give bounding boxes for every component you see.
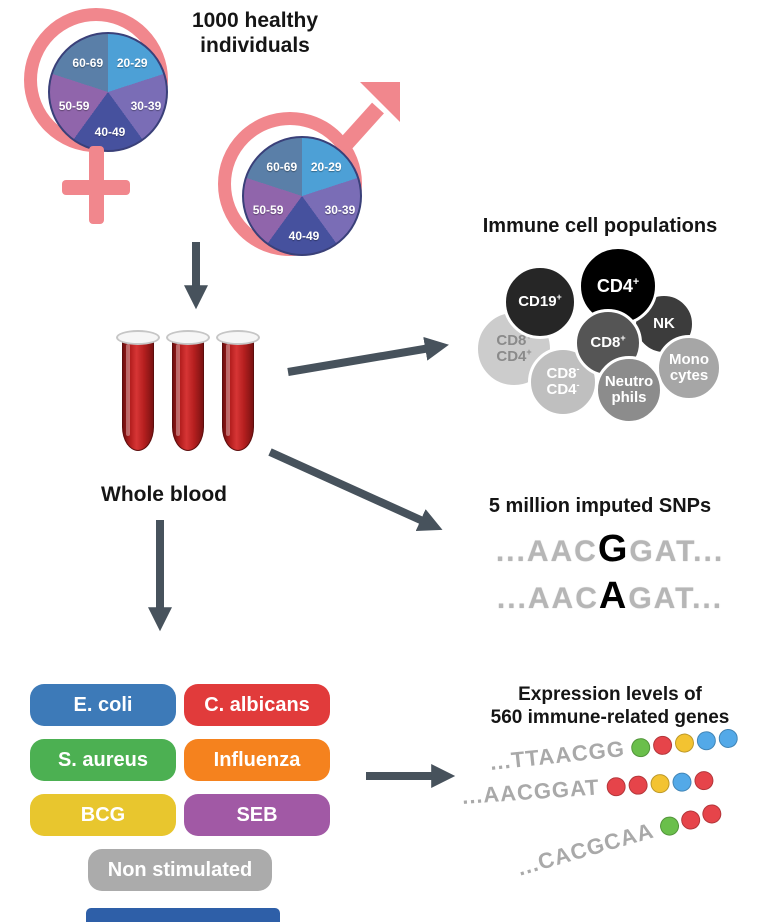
variant-allele: A xyxy=(598,575,629,617)
age-group-30-39: 30-39 xyxy=(130,98,162,113)
age-group-40-49: 40-49 xyxy=(94,124,126,139)
blood-tube xyxy=(166,330,210,454)
expression-bead-blue xyxy=(696,729,718,751)
snps-title: 5 million imputed SNPs xyxy=(488,495,712,517)
expression-bead-yellow xyxy=(649,773,671,794)
cell-label-line: CD4- xyxy=(546,380,580,398)
tube-rim xyxy=(116,330,160,345)
age-group-20-29: 20-29 xyxy=(116,56,148,71)
stimulus-bcg: BCG xyxy=(30,794,176,836)
tube-blood xyxy=(172,337,204,451)
blood-tube xyxy=(116,330,160,454)
gene-sequence: ...TTAACGG xyxy=(488,735,626,775)
expression-bead-red xyxy=(627,774,649,795)
variant-allele: G xyxy=(597,528,630,570)
cell-label-line: CD19+ xyxy=(518,292,562,311)
age-group-50-59: 50-59 xyxy=(58,98,90,113)
stimulus-influenza: Influenza xyxy=(184,739,330,781)
cell-label-line: CD8- xyxy=(546,364,580,383)
expression-bead-red xyxy=(652,734,674,756)
age-group-20-29: 20-29 xyxy=(310,160,342,175)
gene-row: ...CACGCAA xyxy=(514,798,724,881)
expression-title: Expression levels of 560 immune-related … xyxy=(490,684,730,728)
age-group-40-49: 40-49 xyxy=(288,228,320,243)
cropped-bottom-bar xyxy=(86,908,280,922)
cell-cd19: CD19+ xyxy=(503,265,577,339)
tube-blood xyxy=(222,337,254,451)
sequence-suffix: GAT... xyxy=(629,535,725,568)
cell-label-line: phils xyxy=(611,389,647,406)
snp-sequence: ...AACGGAT... xyxy=(450,528,770,571)
tube-rim xyxy=(216,330,260,345)
stimulus-non-stimulated: Non stimulated xyxy=(88,849,272,891)
sequence-suffix: GAT... xyxy=(628,582,724,615)
snp-sequence-block: ...AACGGAT......AACAGAT... xyxy=(450,528,770,622)
age-group-60-69: 60-69 xyxy=(72,56,104,71)
tube-blood xyxy=(122,337,154,451)
expression-bead-yellow xyxy=(674,732,696,753)
cell-label-line: CD4+ xyxy=(496,347,532,365)
age-group-50-59: 50-59 xyxy=(252,202,284,217)
expression-bead-red xyxy=(699,801,724,826)
expression-bead-red xyxy=(693,769,714,791)
stimulus-c-albicans: C. albicans xyxy=(184,684,330,726)
cell-label-line: Neutro xyxy=(604,373,654,391)
tube-rim xyxy=(166,330,210,345)
stimulus-s-aureus: S. aureus xyxy=(30,739,176,781)
expression-bead-green xyxy=(657,813,681,838)
male-age-pie-chart: 20-29 30-39 40-49 50-59 60-69 xyxy=(242,136,362,256)
expression-bead-red xyxy=(605,776,627,797)
stimulus-e-coli: E. coli xyxy=(30,684,176,726)
female-age-pie-chart: 20-29 30-39 40-49 50-59 60-69 xyxy=(48,32,168,152)
age-group-60-69: 60-69 xyxy=(266,160,298,175)
cell-label-line: CD8+ xyxy=(590,333,626,352)
cell-label-line: NK xyxy=(653,315,675,333)
whole-blood-label: Whole blood xyxy=(101,483,227,506)
expression-bead-red xyxy=(678,807,703,832)
sequence-prefix: ...AAC xyxy=(496,582,599,615)
stimulus-seb: SEB xyxy=(184,794,330,836)
blood-tube xyxy=(216,330,260,454)
expression-bead-blue xyxy=(718,727,740,749)
gene-sequence: ...CACGCAA xyxy=(514,817,657,881)
cell-label-line: Mono xyxy=(669,351,709,369)
expression-bead-green xyxy=(630,736,652,758)
age-group-30-39: 30-39 xyxy=(324,202,356,217)
cell-label-line: cytes xyxy=(669,367,709,384)
cell-label-line: CD4+ xyxy=(596,275,640,296)
sequence-prefix: ...AAC xyxy=(495,535,598,568)
expression-bead-blue xyxy=(671,771,693,792)
gene-sequence: ...AACGGAT xyxy=(461,774,601,809)
female-symbol-crossbar xyxy=(62,180,130,195)
immune-cells-title: Immune cell populations xyxy=(482,215,718,237)
male-symbol-arrow xyxy=(336,82,400,154)
snp-sequence: ...AACAGAT... xyxy=(450,575,770,618)
cohort-title: 1000 healthy individuals xyxy=(191,9,319,58)
